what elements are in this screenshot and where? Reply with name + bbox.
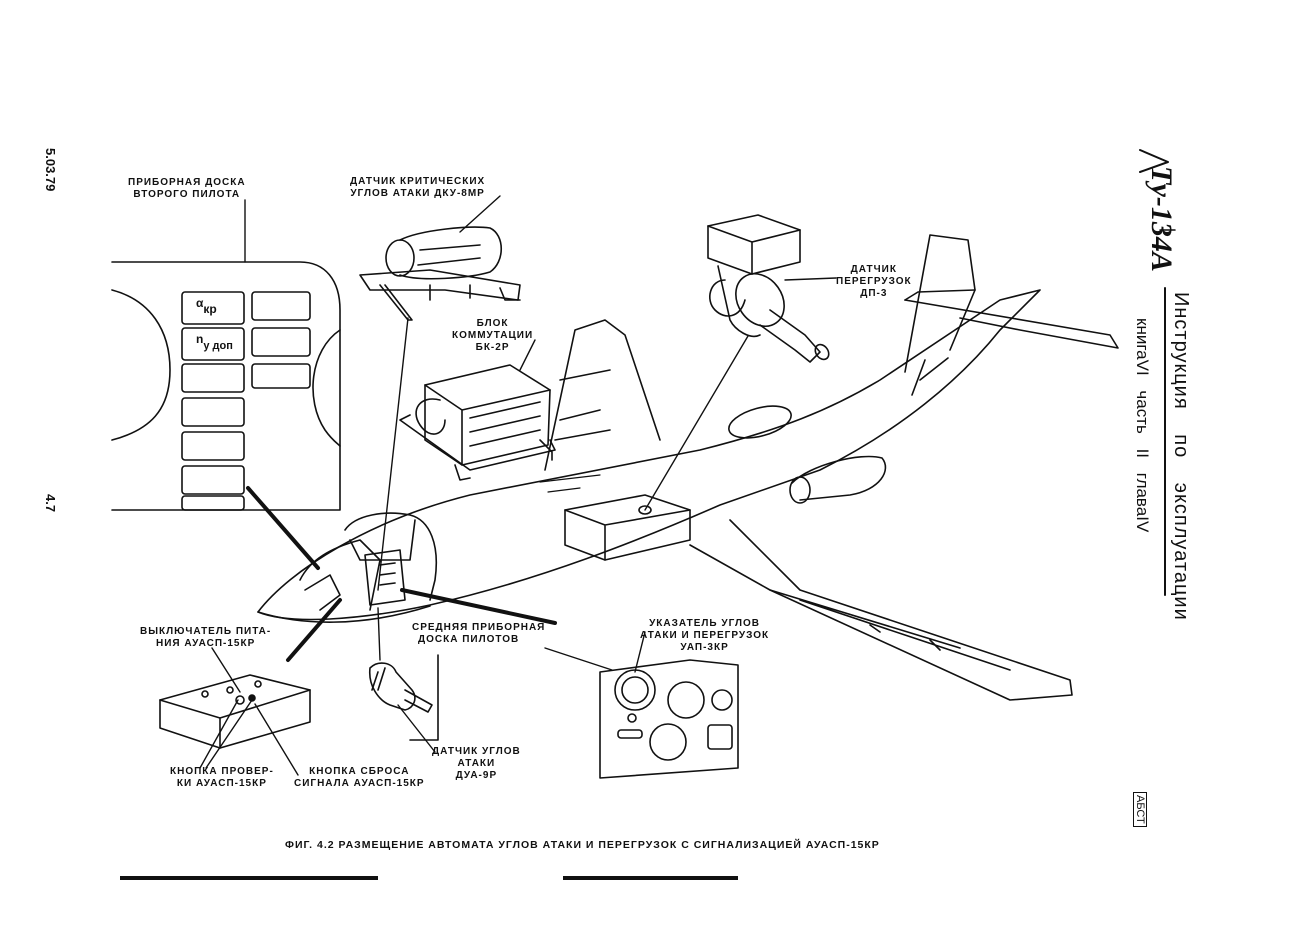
label-line: КОММУТАЦИИ (452, 330, 534, 341)
alpha-indicator-label: αкр (196, 296, 217, 316)
bottom-bar-left (120, 876, 378, 880)
near-wing (689, 519, 1073, 701)
label-line: ВТОРОГО ПИЛОТА (133, 189, 241, 200)
fuselage-access-panel (564, 494, 691, 561)
leader-lines (199, 195, 837, 776)
label-line: БК-2Р (475, 342, 510, 353)
label-line: УГЛОВ АТАКИ ДКУ-8МР (350, 188, 485, 199)
label-middle-panel: СРЕДНЯЯ ПРИБОРНАЯ ДОСКА ПИЛОТОВ (412, 622, 545, 646)
horizontal-stabilizer (904, 289, 1119, 349)
label-line: УКАЗАТЕЛЬ УГЛОВ (649, 618, 761, 629)
dku-sensor-drawing (359, 226, 521, 321)
thick-pointers (246, 486, 557, 662)
middle-panel-drawing (599, 659, 739, 779)
label-line: ДАТЧИК (850, 264, 897, 275)
label-line: ДП-3 (860, 288, 888, 299)
engines (728, 405, 887, 504)
label-line: ДОСКА ПИЛОТОВ (418, 634, 520, 645)
label-line: БЛОК (476, 318, 509, 329)
label-bk-unit: БЛОК КОММУТАЦИИ БК-2Р (452, 318, 533, 354)
label-dua-sensor: ДАТЧИК УГЛОВ АТАКИ ДУА-9Р (432, 746, 521, 782)
second-pilot-panel-inset (111, 261, 341, 511)
label-line: АТАКИ (457, 758, 496, 769)
label-line: НИЯ АУАСП-15КР (155, 638, 256, 649)
label-line: КИ АУАСП-15КР (176, 778, 267, 789)
far-wing (544, 319, 661, 471)
label-line: ПРИБОРНАЯ ДОСКА (128, 177, 246, 188)
label-uap-indicator: УКАЗАТЕЛЬ УГЛОВ АТАКИ И ПЕРЕГРУЗОК УАП-3… (640, 618, 769, 654)
vertical-tail (904, 234, 976, 396)
page-number: 4.7 (43, 494, 58, 513)
label-line: ДУА-9Р (455, 770, 498, 781)
dua-sensor-drawing (368, 654, 439, 741)
label-line: КНОПКА СБРОСА (309, 766, 410, 777)
alpha-symbol: α (196, 296, 204, 310)
label-line: ДАТЧИК УГЛОВ (432, 746, 521, 757)
figure-caption: ФИГ. 4.2 РАЗМЕЩЕНИЕ АВТОМАТА УГЛОВ АТАКИ… (285, 839, 880, 851)
label-line: ПЕРЕГРУЗОК (836, 276, 912, 287)
cockpit-cutaway (299, 512, 438, 611)
switch-box-drawing (159, 674, 311, 749)
label-line: АТАКИ И ПЕРЕГРУЗОК (640, 630, 770, 641)
label-power-switch: ВЫКЛЮЧАТЕЛЬ ПИТА- НИЯ АУАСП-15КР (140, 626, 271, 650)
label-dku-sensor: ДАТЧИК КРИТИЧЕСКИХ УГЛОВ АТАКИ ДКУ-8МР (350, 176, 485, 200)
label-second-pilot-panel: ПРИБОРНАЯ ДОСКА ВТОРОГО ПИЛОТА (128, 177, 246, 201)
manual-subtitle: книгаVI часть II главаIV (1133, 318, 1152, 533)
ny-indicator-label: nу доп (196, 332, 233, 352)
ny-symbol: n (196, 332, 204, 346)
label-test-button: КНОПКА ПРОВЕР- КИ АУАСП-15КР (170, 766, 274, 790)
dp-sensor-drawing (707, 214, 830, 363)
label-line: СРЕДНЯЯ ПРИБОРНАЯ (412, 622, 546, 633)
manual-title: Инструкция по эксплуатации (1170, 292, 1192, 621)
label-line: ВЫКЛЮЧАТЕЛЬ ПИТА- (140, 626, 272, 637)
stamp: АБСТ (1133, 792, 1147, 827)
label-line: ДАТЧИК КРИТИЧЕСКИХ (350, 176, 486, 187)
label-dp-sensor: ДАТЧИК ПЕРЕГРУЗОК ДП-3 (836, 264, 912, 300)
label-line: СИГНАЛА АУАСП-15КР (294, 778, 425, 789)
bk-unit-drawing (399, 364, 556, 481)
date-code: 5.03.79 (43, 148, 58, 192)
alpha-subscript: кр (203, 302, 217, 316)
label-line: УАП-3КР (680, 642, 729, 653)
ny-subscript: у доп (203, 340, 233, 352)
label-line: КНОПКА ПРОВЕР- (170, 766, 274, 777)
bottom-bar-right (563, 876, 738, 880)
label-reset-button: КНОПКА СБРОСА СИГНАЛА АУАСП-15КР (294, 766, 425, 790)
aircraft-fuselage (257, 289, 1041, 623)
aircraft-model: Ту-134А (1145, 166, 1178, 272)
